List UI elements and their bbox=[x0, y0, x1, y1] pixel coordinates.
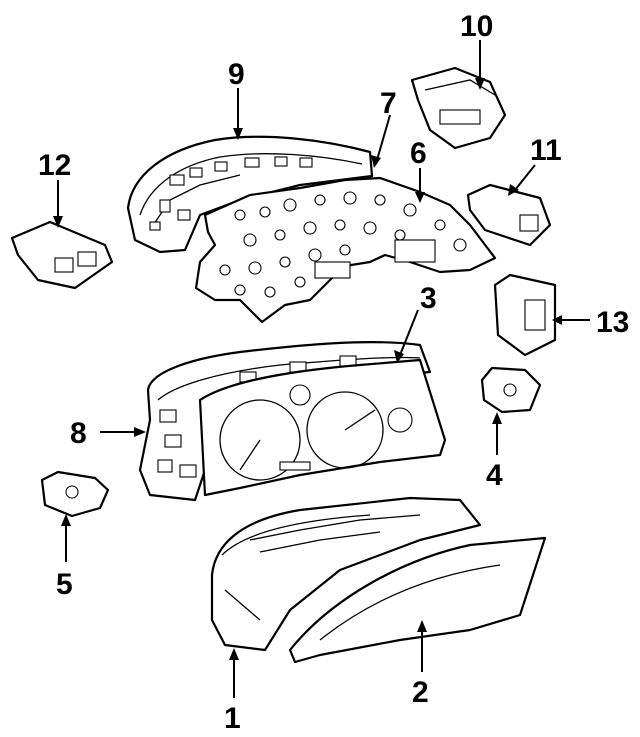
callout-1: 1 bbox=[224, 702, 241, 735]
callout-2: 2 bbox=[412, 676, 429, 709]
part-1-bezel[interactable] bbox=[210, 496, 482, 652]
part-11-switch[interactable] bbox=[466, 183, 552, 247]
callout-11: 11 bbox=[530, 134, 562, 167]
leader-lines bbox=[53, 40, 590, 698]
part-6-circuit-sheet[interactable] bbox=[194, 176, 497, 324]
part-13-switch[interactable] bbox=[493, 273, 557, 357]
callout-4: 4 bbox=[486, 459, 503, 492]
part-10-module[interactable] bbox=[410, 66, 507, 150]
part-12-switch[interactable] bbox=[10, 220, 114, 290]
part-4-actuator[interactable] bbox=[480, 366, 542, 414]
callout-labels: 1 2 3 4 5 6 7 8 9 10 11 12 13 bbox=[38, 10, 629, 735]
callout-13: 13 bbox=[596, 306, 629, 339]
callout-3: 3 bbox=[420, 282, 437, 315]
part-5-actuator[interactable] bbox=[40, 470, 110, 518]
callout-10: 10 bbox=[460, 10, 493, 43]
part-3-gauge-face[interactable] bbox=[198, 358, 447, 497]
callout-8: 8 bbox=[70, 417, 87, 450]
callout-6: 6 bbox=[410, 137, 427, 170]
part-2-lens[interactable] bbox=[288, 536, 547, 664]
callout-12: 12 bbox=[38, 149, 71, 182]
callout-9: 9 bbox=[228, 58, 245, 91]
callout-7: 7 bbox=[380, 87, 397, 120]
callout-5: 5 bbox=[56, 568, 73, 601]
